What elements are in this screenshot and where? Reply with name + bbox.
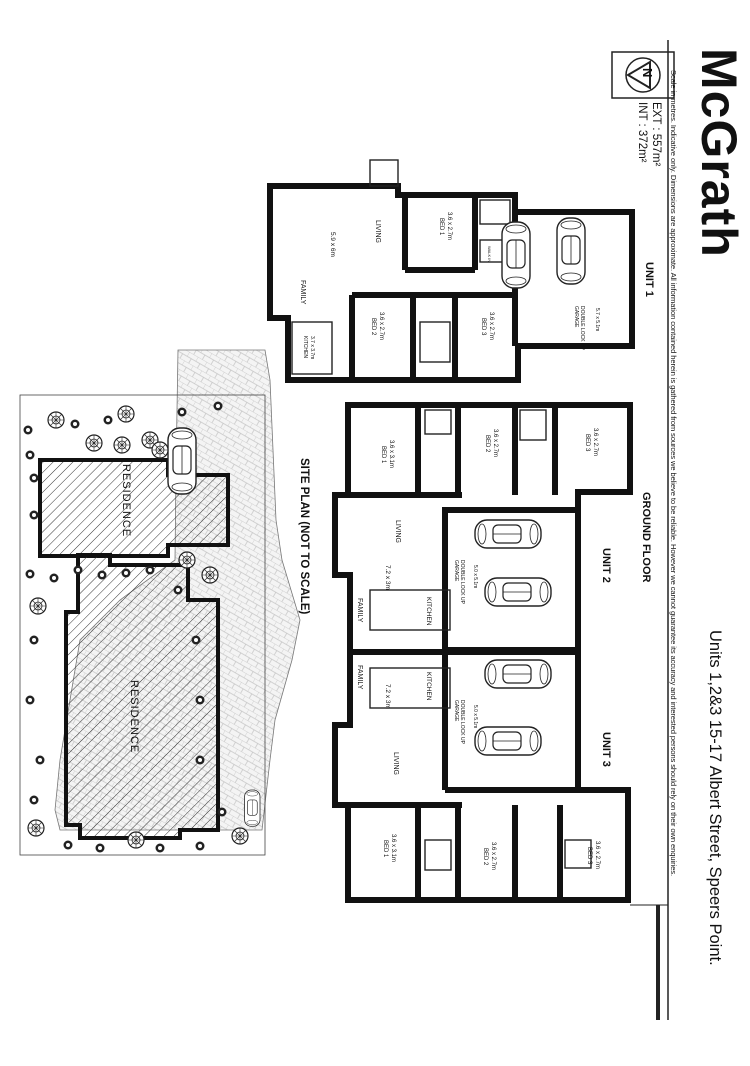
unit-3-family-dims: 7.2 x 3m (384, 684, 391, 709)
ground-floor-label: GROUND FLOOR (640, 492, 652, 583)
unit-1-bed2: BED 2 (370, 318, 376, 336)
unit-3-family: FAMILY (356, 665, 363, 690)
unit-3-bed2-dims: 3.6 x 2.7m (490, 842, 496, 871)
unit-2-bed1: BED 1 (380, 446, 386, 464)
unit-3-bed1: BED 1 (382, 840, 388, 858)
disclaimer-text: Scale in metres. Indicative only. Dimens… (669, 70, 678, 876)
site-plan (19, 349, 301, 856)
unit-3-bed2: BED 2 (482, 848, 488, 866)
int-area: INT : 372m² (636, 102, 648, 163)
residence-1-label: RESIDENCE (120, 464, 132, 538)
unit-2-garage-dims: 5.0 x 5.1m (472, 565, 478, 589)
unit-3-label: UNIT 3 (600, 732, 612, 767)
residence-2-footprint (64, 553, 220, 840)
unit-3-bed1-dims: 3.6 x 3.1m (390, 834, 396, 863)
unit-3-living: LIVING (392, 752, 399, 775)
unit-1-bed1-dims: 3.6 x 2.7m (446, 212, 452, 241)
unit-1-kitchen-dims: 3.7 x 3.7m (309, 336, 315, 360)
unit-1-family: FAMILY (299, 280, 306, 305)
unit-1-bed3: BED 3 (480, 318, 486, 336)
residence-2-label: RESIDENCE (128, 680, 140, 754)
compass (611, 51, 675, 99)
unit-3-bed3: BED 3 (586, 847, 592, 865)
unit-2-family-dims: 7.2 x 3m (384, 565, 391, 590)
unit-1-bed3-dims: 3.6 x 2.7m (488, 312, 494, 341)
unit-2-label: UNIT 2 (600, 548, 612, 583)
unit-3-plan (332, 649, 631, 903)
unit-1-garage: DOUBLE LOCK UP GARAGE (573, 306, 585, 350)
address-title: Units 1,2&3 15-17 Albert Street, Speers … (706, 630, 724, 966)
unit-2-living: LIVING (394, 520, 401, 543)
site-boundary (19, 394, 266, 856)
site-plan-title: SITE PLAN (NOT TO SCALE) (298, 458, 310, 615)
unit-1-wir: WALK IN (487, 246, 492, 263)
unit-3-kitchen: KITCHEN (425, 672, 432, 701)
unit-2-bed3-dims: 3.6 x 2.7m (592, 428, 598, 457)
brand-logo: McGrath (691, 48, 747, 258)
unit-1-living: LIVING (374, 220, 381, 243)
unit-1-bed2-dims: 3.6 x 2.7m (378, 312, 384, 341)
unit-2-bed1-dims: 3.6 x 3.1m (388, 440, 394, 469)
unit-1-plan (267, 159, 635, 383)
unit-1-bed1: BED 1 (438, 218, 444, 236)
unit-3-bed3-dims: 3.6 x 2.7m (594, 841, 600, 870)
unit-2-garage: DOUBLE LOCK UP GARAGE (453, 560, 465, 604)
unit-2-bed2: BED 2 (484, 435, 490, 453)
residence-1-footprint (38, 458, 230, 558)
unit-2-bed2-dims: 3.6 x 2.7m (492, 429, 498, 458)
unit-2-kitchen: KITCHEN (425, 597, 432, 626)
unit-1-living-dims: 5.9 x 6m (329, 232, 336, 257)
unit-1-kitchen: KITCHEN (302, 336, 308, 358)
compass-letter: N (640, 68, 655, 78)
unit-1-label: UNIT 1 (643, 262, 655, 297)
ext-area: EXT : 557m² (650, 102, 662, 167)
unit-2-family: FAMILY (356, 598, 363, 623)
unit-1-garage-dims: 5.7 x 5.1m (594, 308, 600, 332)
unit-3-garage: DOUBLE LOCK UP GARAGE (453, 700, 465, 744)
unit-2-bed3: BED 3 (584, 434, 590, 452)
unit-3-garage-dims: 5.0 x 5.1m (472, 705, 478, 729)
